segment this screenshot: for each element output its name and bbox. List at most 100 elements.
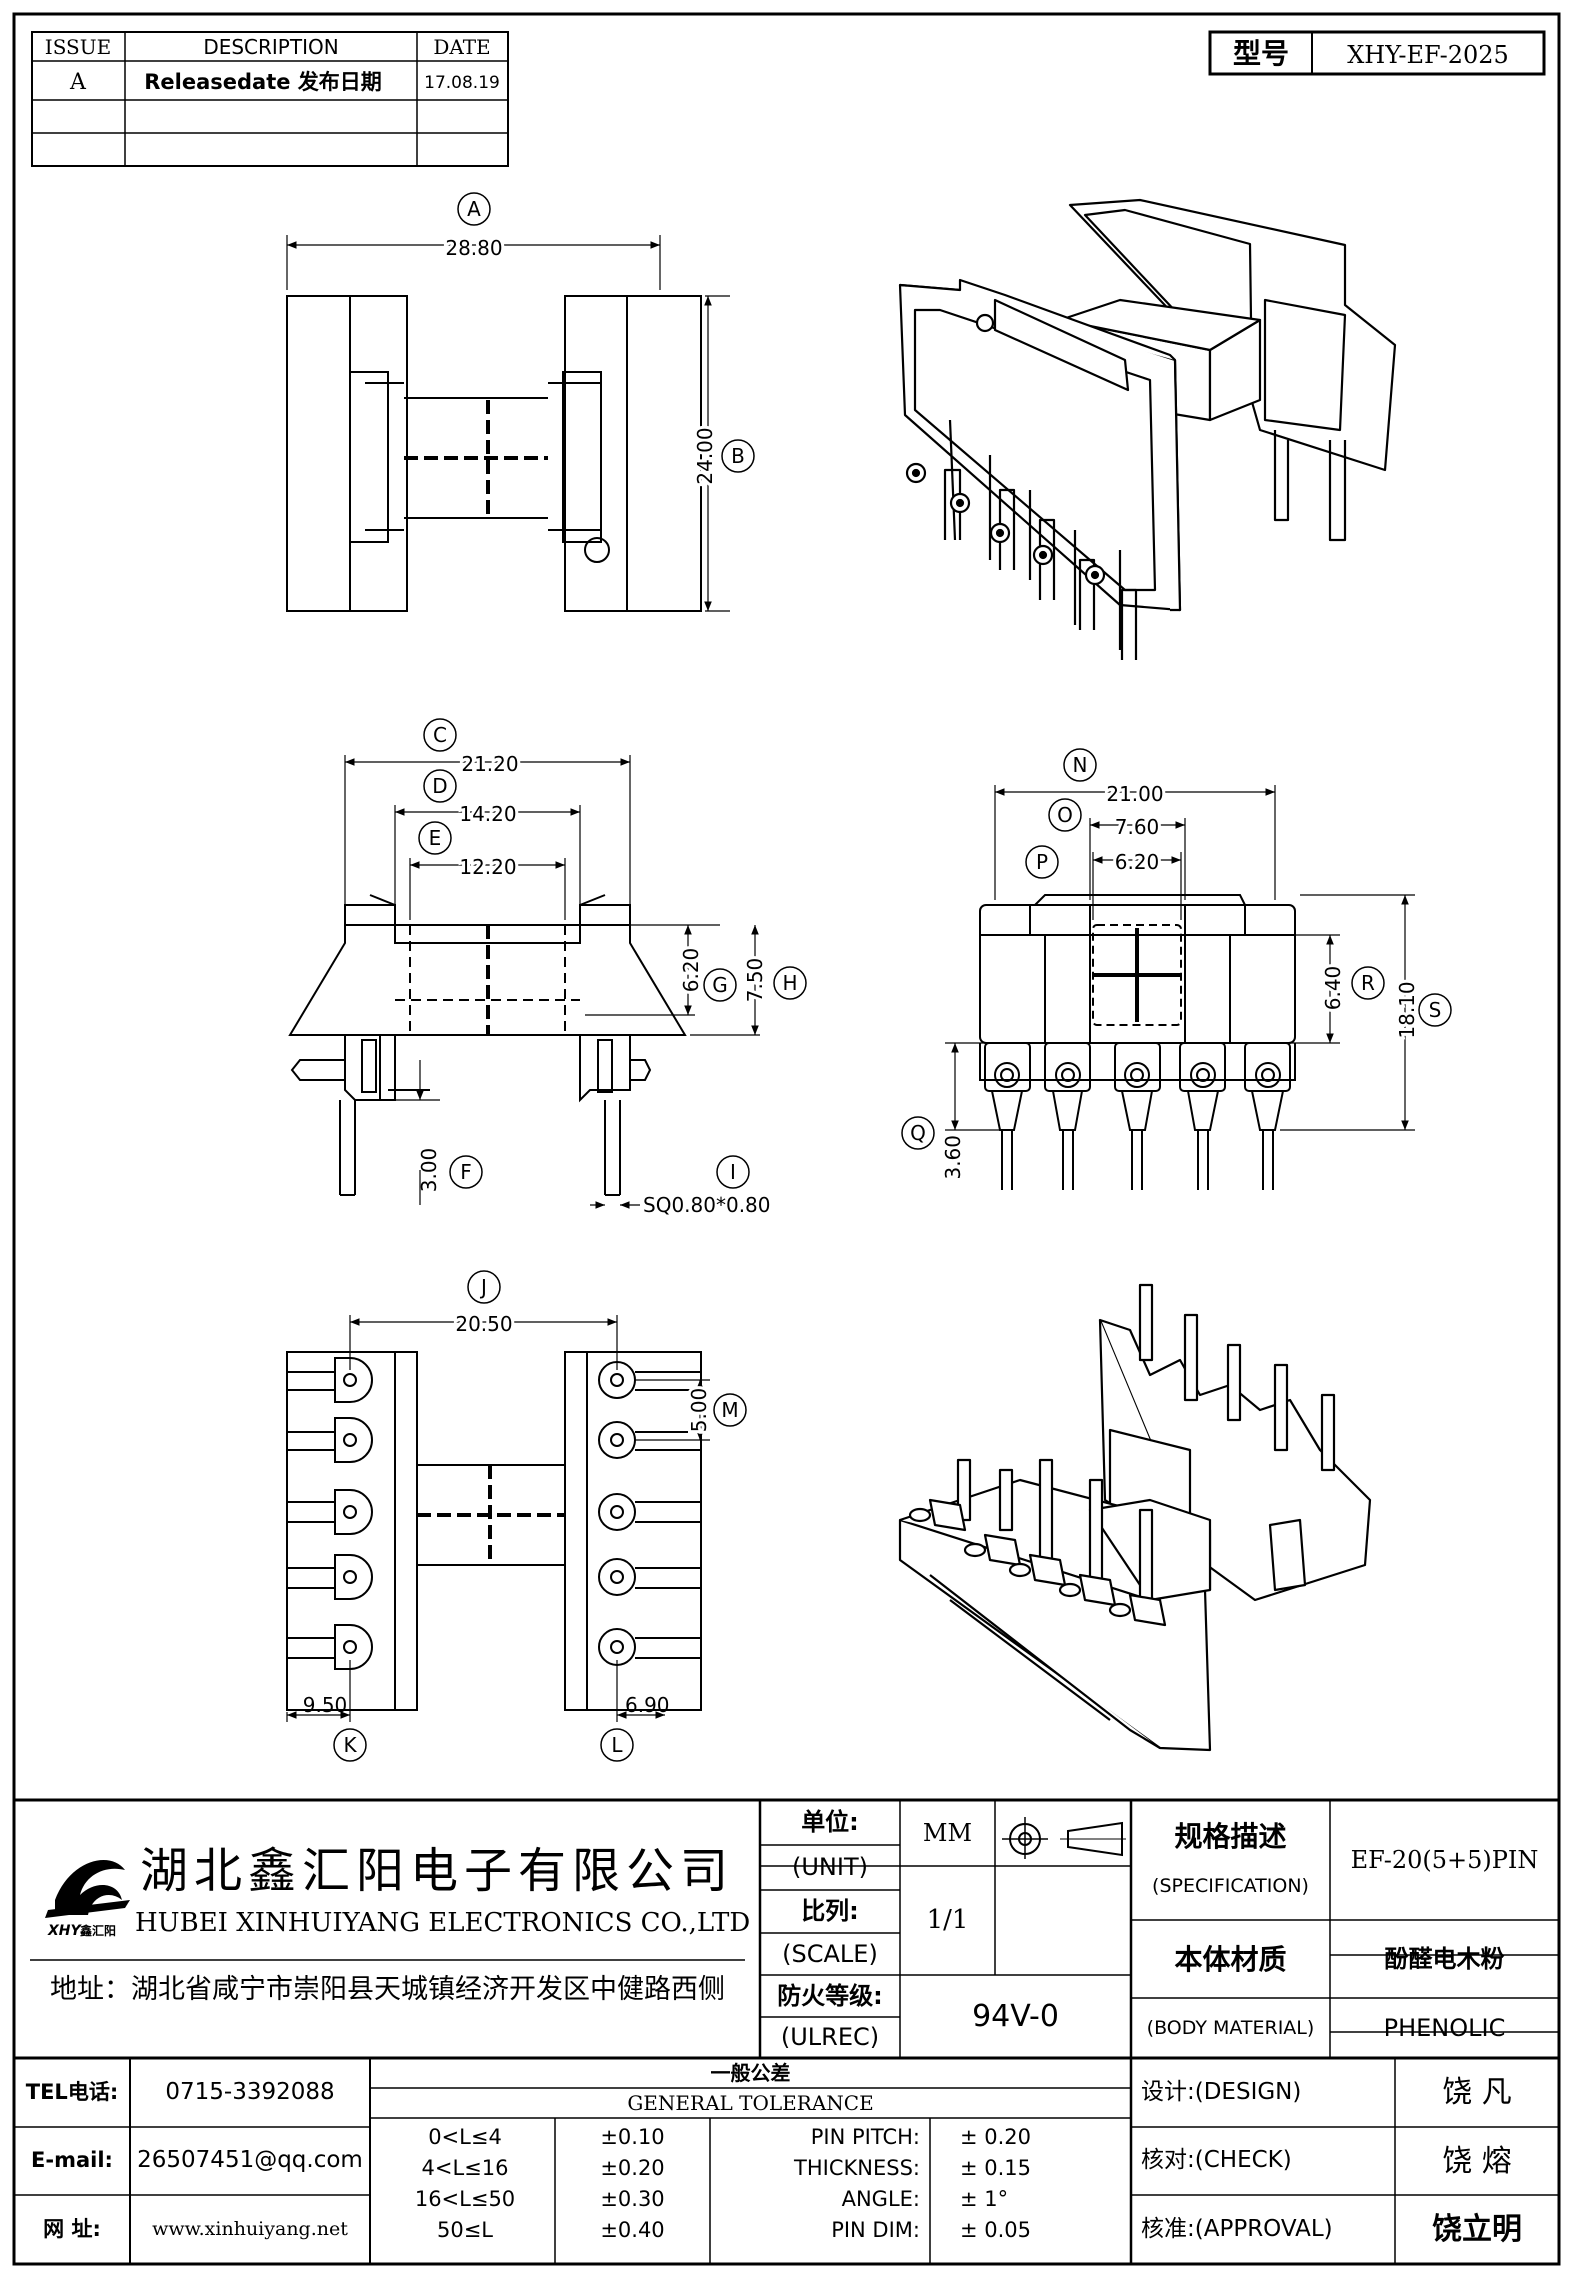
dim-j-value: 20.50 (455, 1312, 512, 1336)
rev-header-issue: ISSUE (45, 35, 111, 59)
email-value: 26507451@qq.com (137, 2147, 363, 2174)
dim-c: C 21.20 (344, 718, 631, 920)
scale-label-cn: 比列: (801, 1897, 859, 1926)
dim-i-letter: I (730, 1160, 736, 1184)
company-logo: XHY 鑫汇阳 (45, 1860, 130, 1939)
tolerance-item-value: ± 0.05 (960, 2217, 1032, 2242)
material-value-cn: 酚醛电木粉 (1384, 1944, 1505, 1973)
dim-h-value: 7.50 (743, 958, 767, 1003)
model-box: 型号 XHY-EF-2025 (1208, 30, 1546, 76)
dim-p-letter: P (1036, 850, 1048, 874)
email-label: E-mail: (31, 2148, 113, 2173)
material-label-en: (BODY MATERIAL) (1146, 2016, 1315, 2039)
tolerance-item-value: ± 0.15 (960, 2155, 1032, 2180)
dim-e-letter: E (429, 826, 442, 850)
check-label: 核对:(CHECK) (1141, 2147, 1292, 2174)
dim-c-letter: C (433, 723, 447, 747)
dim-n-letter: N (1073, 753, 1088, 777)
tolerance-item-value: ± 0.20 (960, 2124, 1032, 2149)
dim-f-value: 3.00 (417, 1148, 441, 1193)
dim-r-letter: R (1361, 971, 1375, 995)
tolerance-value: ±0.40 (600, 2217, 665, 2242)
scale-label-en: (SCALE) (782, 1939, 878, 1968)
dim-a-letter: A (467, 197, 481, 221)
dim-e-value: 12.20 (459, 855, 516, 879)
dim-s-letter: S (1429, 998, 1442, 1022)
tolerance-item-label: ANGLE: (841, 2186, 920, 2211)
dim-m-letter: M (721, 1398, 738, 1422)
scale-value: 1/1 (926, 1905, 969, 1936)
dim-g-value: 6.20 (679, 948, 703, 993)
dim-q: 3.60 Q (901, 1042, 1000, 1180)
company-name-en: HUBEI XINHUIYANG ELECTRONICS CO.,LTD (135, 1907, 751, 1938)
design-label: 设计:(DESIGN) (1141, 2078, 1302, 2105)
title-block-lines (14, 1800, 1559, 2264)
dim-k-letter: K (343, 1733, 357, 1757)
approval-name: 饶立明 (1432, 2212, 1522, 2247)
tolerance-range: 0<L≤4 (428, 2124, 502, 2149)
spec-value: EF-20(5+5)PIN (1350, 1845, 1539, 1874)
revision-table: ISSUE DESCRIPTION DATE A Releasedate 发布日… (31, 31, 509, 167)
outer-border (12, 12, 1561, 2266)
approval-label: 核准:(APPROVAL) (1141, 2215, 1333, 2242)
dim-o-value: 7.60 (1115, 815, 1160, 839)
dim-c-value: 21.20 (461, 752, 518, 776)
dim-k-value: 9.50 (303, 1693, 348, 1717)
tolerance-item-label: THICKNESS: (794, 2155, 920, 2180)
tolerance-value: ±0.10 (600, 2124, 665, 2149)
tolerance-range: 50≤L (436, 2217, 494, 2242)
dim-d-value: 14.20 (459, 802, 516, 826)
rev-header-description: DESCRIPTION (203, 35, 338, 59)
web-label: 网 址: (43, 2216, 101, 2241)
dim-b: 24.00 B (690, 295, 755, 612)
tolerance-item-value: ± 1° (960, 2186, 1009, 2211)
dim-g-letter: G (712, 973, 728, 997)
dim-p: P 6.20 (1025, 845, 1182, 920)
unit-label-cn: 单位: (801, 1808, 859, 1837)
check-name: 饶 熔 (1442, 2143, 1512, 2179)
dim-q-value: 3.60 (941, 1135, 965, 1180)
tolerance-range: 16<L≤50 (414, 2186, 516, 2211)
tolerance-range: 4<L≤16 (421, 2155, 509, 2180)
dim-b-value: 24.00 (693, 427, 717, 484)
rev-header-date: DATE (433, 35, 490, 59)
fire-label-en: (ULREC) (780, 2023, 880, 2052)
model-label: 型号 (1233, 37, 1289, 70)
dim-a-value: 28.80 (445, 236, 502, 260)
dim-d: D 14.20 (394, 769, 581, 920)
dim-i: I SQ0.80*0.80 (590, 1155, 771, 1217)
tolerance-title-en: GENERAL TOLERANCE (627, 2091, 874, 2115)
dim-f: 3.00 F (395, 1060, 483, 1205)
tolerance-item-label: PIN DIM: (831, 2217, 920, 2242)
spec-label-cn: 规格描述 (1174, 1820, 1287, 1854)
tolerance-item-label: PIN PITCH: (810, 2124, 920, 2149)
dim-b-letter: B (731, 444, 745, 468)
dim-d-letter: D (432, 774, 447, 798)
iso-view-1 (898, 198, 1397, 660)
logo-subtext: 鑫汇阳 (79, 1923, 116, 1938)
unit-label-en: (UNIT) (792, 1853, 868, 1882)
dim-o: O 7.60 (1048, 798, 1186, 900)
dim-r: 6.40 R (1190, 934, 1385, 1044)
model-value: XHY-EF-2025 (1347, 41, 1509, 69)
web-value: www.xinhuiyang.net (152, 2218, 348, 2241)
dim-i-value: SQ0.80*0.80 (643, 1193, 771, 1217)
top-view (286, 295, 702, 612)
dim-e: E 12.20 (409, 821, 566, 920)
dim-a: A 28.80 (286, 192, 661, 290)
dim-o-letter: O (1057, 803, 1073, 827)
dim-j: J 20.50 (349, 1270, 618, 1370)
dim-s-value: 18.10 (1395, 981, 1419, 1038)
dim-j-letter: J (479, 1275, 487, 1299)
projection-symbol (1002, 1817, 1126, 1859)
dim-l-value: 6.90 (625, 1693, 670, 1717)
rev-row-date: 17.08.19 (424, 73, 500, 93)
tel-label: TEL电话: (25, 2079, 119, 2104)
unit-value: MM (922, 1818, 973, 1847)
tel-value: 0715-3392088 (165, 2078, 335, 2105)
logo-text: XHY (47, 1923, 83, 1939)
dim-r-value: 6.40 (1321, 966, 1345, 1011)
dim-s: 18.10 S (1280, 894, 1452, 1131)
dim-n: N 21.00 (994, 748, 1276, 900)
side-view (288, 894, 687, 1196)
